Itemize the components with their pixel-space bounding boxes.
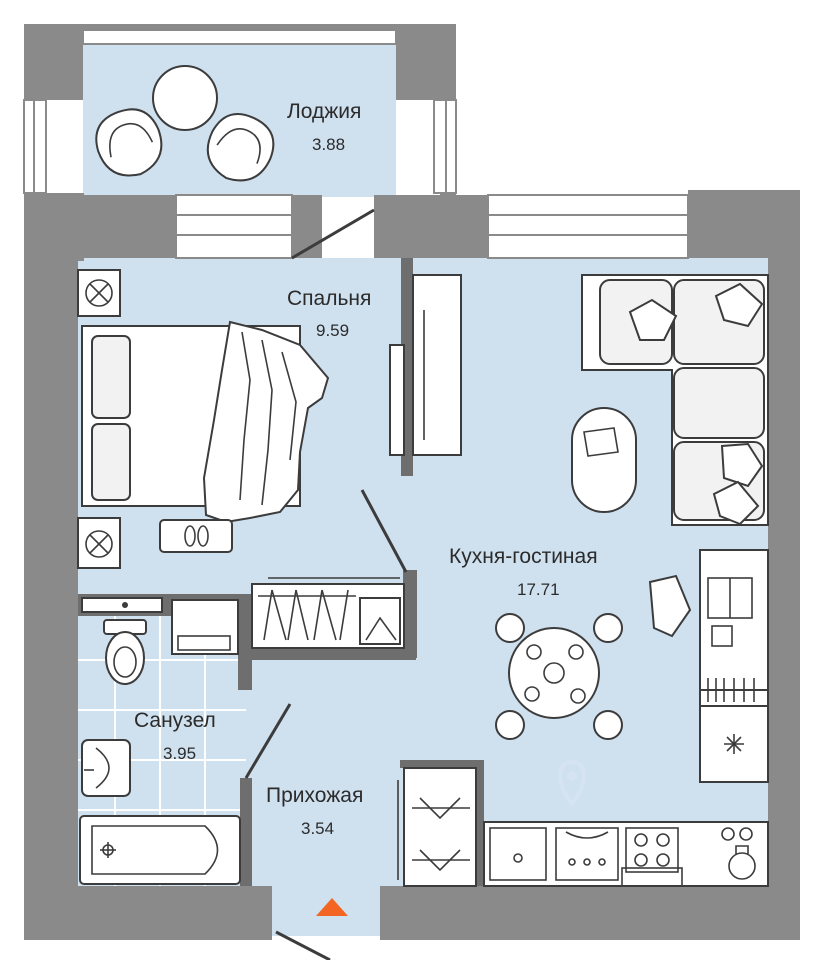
windows bbox=[23, 29, 689, 259]
bathroom-label: Санузел bbox=[134, 709, 216, 732]
coffee-table bbox=[571, 407, 637, 513]
walls bbox=[24, 24, 800, 940]
corner-sofa bbox=[581, 274, 769, 526]
bedroom-label: Спальня bbox=[287, 287, 371, 310]
pillow-bottom bbox=[91, 423, 131, 501]
bedroom-window bbox=[175, 194, 293, 259]
bathroom-area: 3.95 bbox=[163, 744, 196, 763]
kitchen-counter bbox=[483, 821, 769, 887]
entrance-door bbox=[275, 930, 331, 960]
hallway-wardrobe bbox=[397, 767, 477, 887]
entrance-arrow-icon bbox=[316, 898, 348, 916]
sink bbox=[81, 739, 131, 797]
desk-area bbox=[648, 549, 769, 727]
pillow-top bbox=[91, 335, 131, 419]
bathroom-fixtures bbox=[79, 597, 241, 885]
round-table bbox=[152, 65, 218, 131]
hallway-area: 3.54 bbox=[301, 819, 334, 838]
armchair-left bbox=[95, 108, 163, 177]
room-labels: Лоджия 3.88 Спальня 9.59 Кухня-гостиная … bbox=[134, 100, 598, 838]
location-pin-icon bbox=[557, 759, 587, 808]
bathtub bbox=[79, 815, 241, 885]
kitchen-living-label: Кухня-гостиная bbox=[449, 545, 598, 568]
hallway-label: Прихожая bbox=[266, 784, 363, 807]
kitchen-window bbox=[487, 194, 689, 259]
slippers-mat bbox=[159, 519, 233, 553]
blanket bbox=[202, 320, 330, 524]
living-furniture bbox=[495, 274, 769, 783]
bedroom-furniture bbox=[77, 269, 462, 569]
loggia-door bbox=[291, 208, 375, 260]
tv-stand bbox=[412, 274, 462, 456]
washing-machine bbox=[171, 599, 239, 655]
doors bbox=[244, 208, 408, 960]
bedroom-wardrobe bbox=[171, 577, 405, 655]
loggia-area: 3.88 bbox=[312, 135, 345, 154]
toilet bbox=[103, 619, 147, 685]
kitchen-living-area: 17.71 bbox=[517, 580, 560, 599]
tv bbox=[389, 344, 405, 456]
washing-machine-kitchen bbox=[721, 827, 756, 880]
fridge bbox=[699, 705, 769, 783]
loggia-label: Лоджия bbox=[287, 100, 361, 123]
bedroom-door bbox=[360, 489, 408, 573]
dining-table bbox=[495, 613, 623, 740]
loggia-window-top bbox=[82, 29, 397, 45]
bathroom-door bbox=[244, 703, 292, 779]
loggia-furniture bbox=[95, 65, 275, 182]
armchair-right bbox=[206, 113, 275, 182]
bedroom-area: 9.59 bbox=[316, 321, 349, 340]
